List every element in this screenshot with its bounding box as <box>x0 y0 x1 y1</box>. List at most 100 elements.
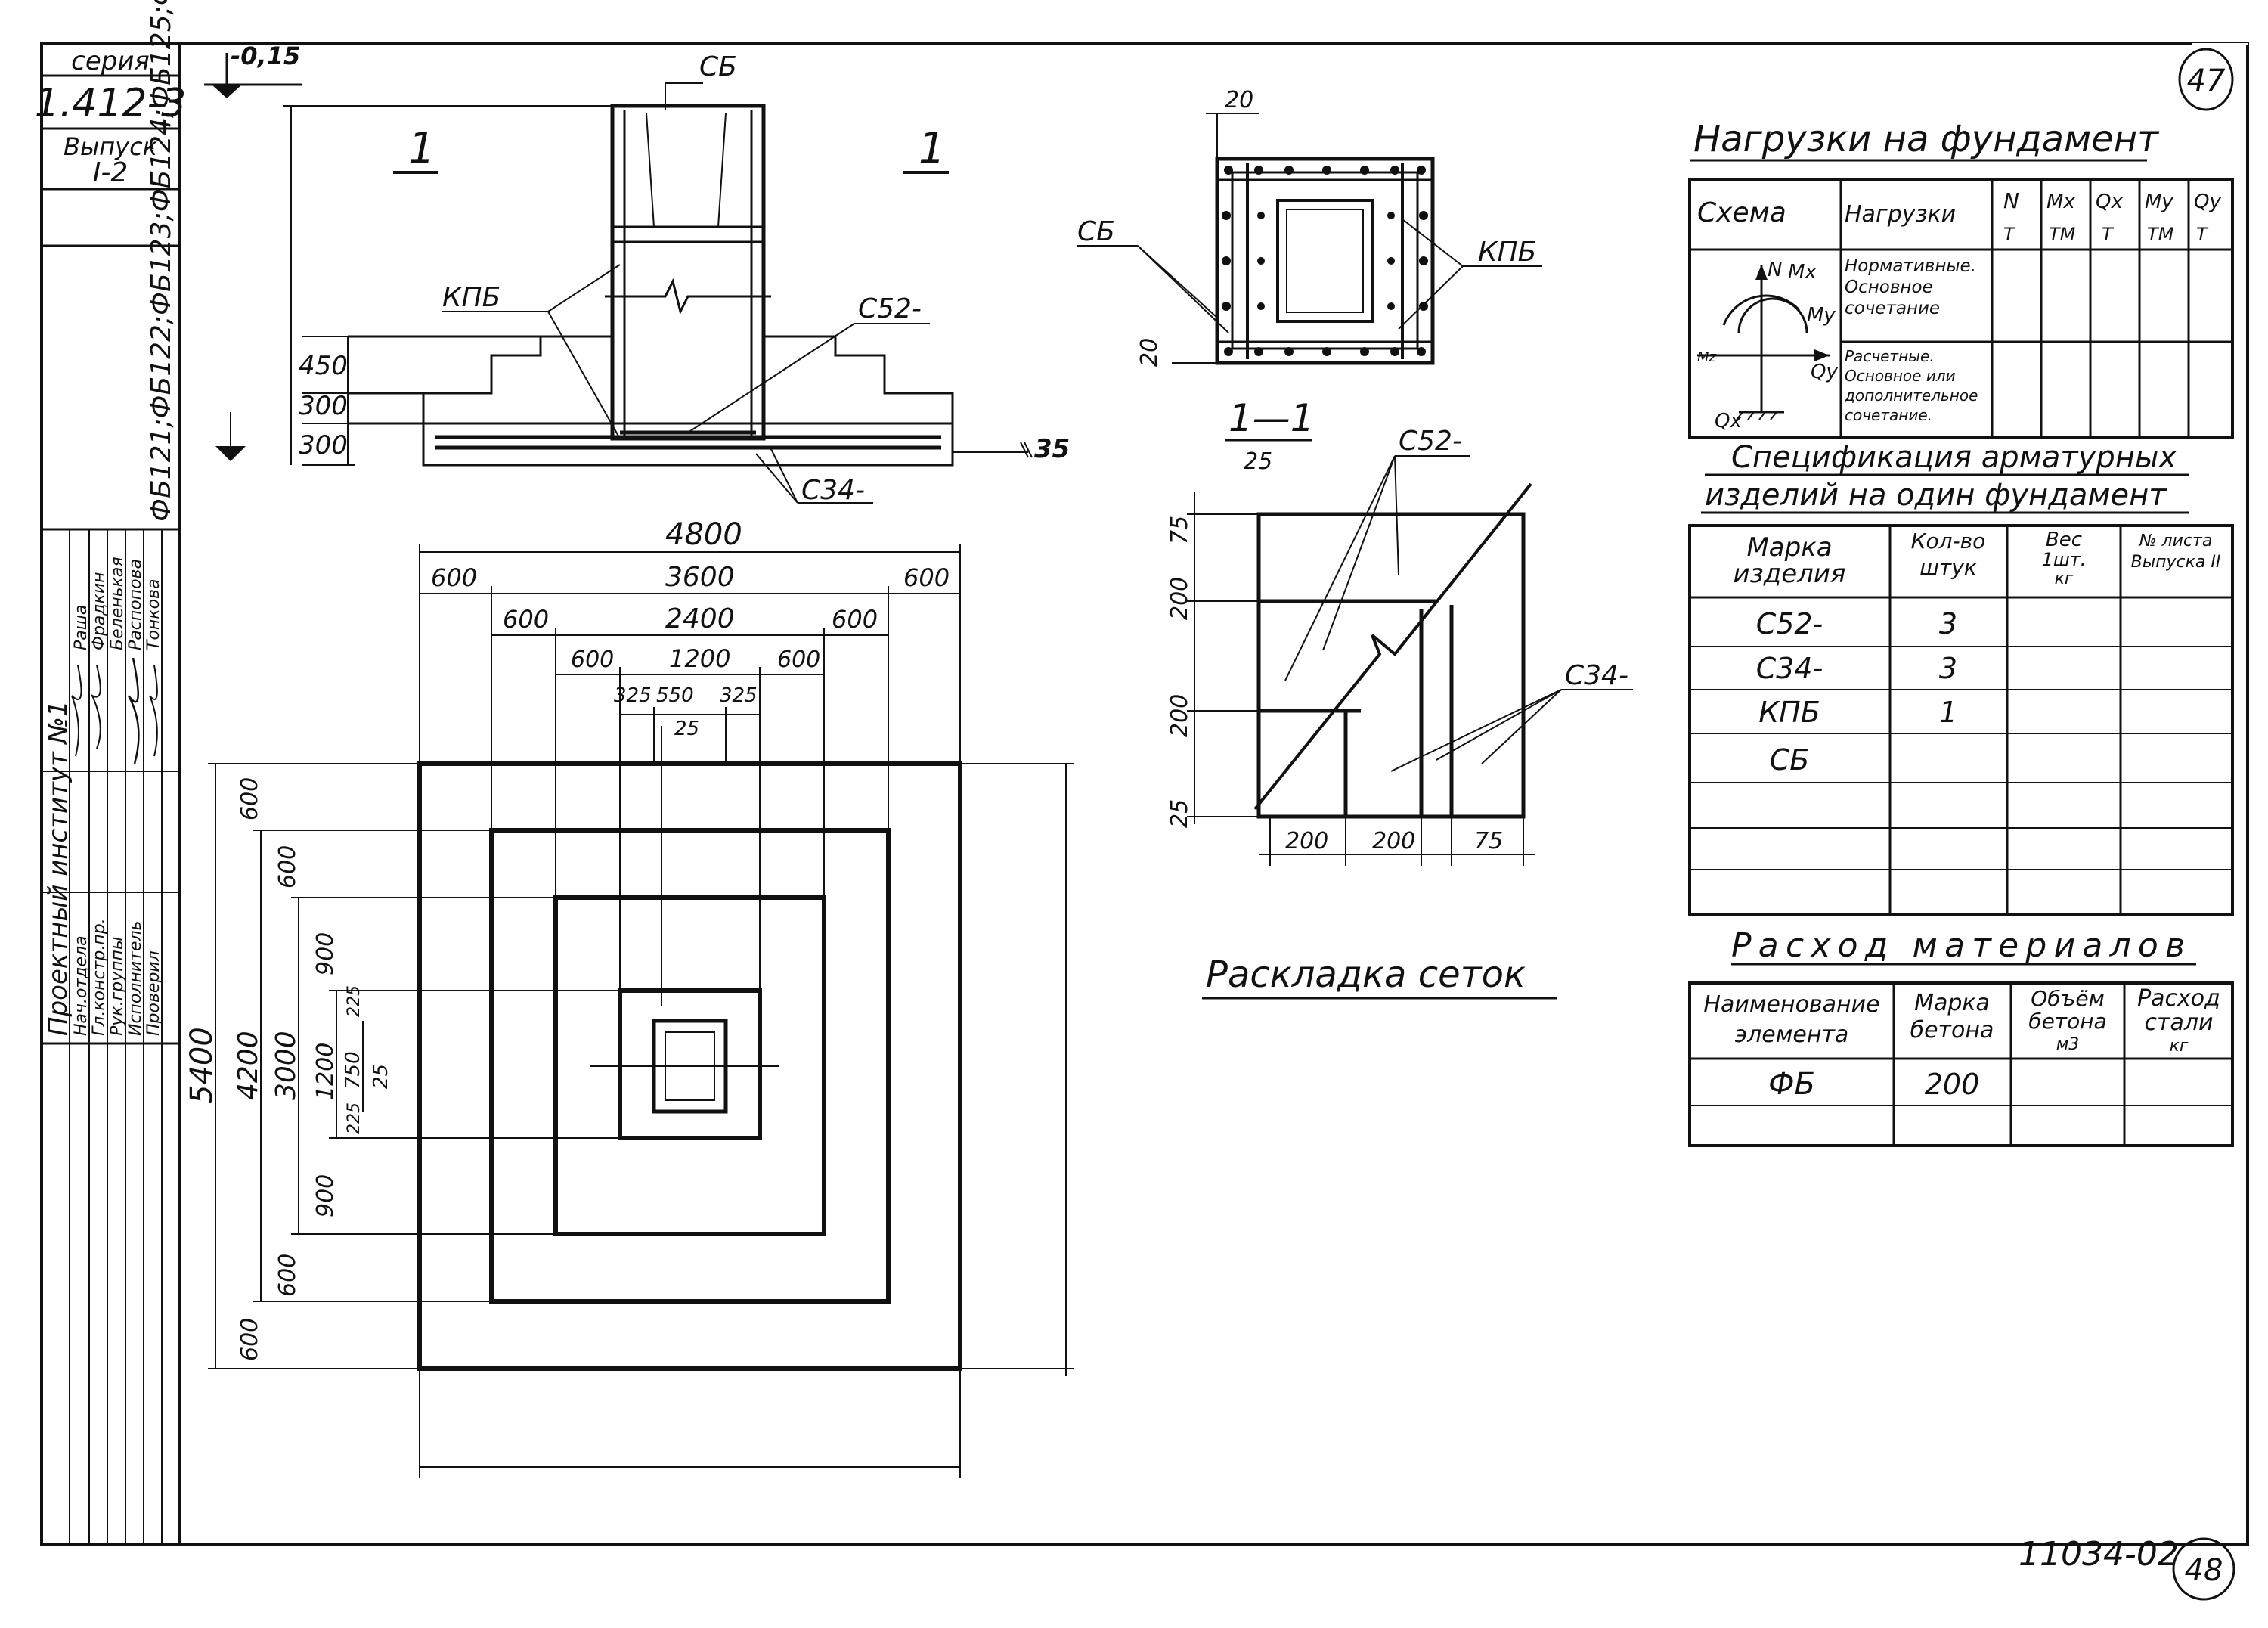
spec-table: Спецификация арматурных изделий на один … <box>1688 440 2234 916</box>
sheet-frame <box>40 42 2249 1546</box>
spec-title-1: Спецификация арматурных <box>1731 440 2177 475</box>
dim-20b: 20 <box>1136 338 1163 367</box>
mesh-dim-25: 25 <box>1244 448 1272 475</box>
issue-label: Выпуск <box>64 132 158 161</box>
loads-row-normative: Нормативные. Основное сочетание <box>1845 256 1976 318</box>
step-right <box>764 335 954 423</box>
spec-row3-mark: КПБ <box>1758 696 1820 729</box>
scheme-n: N <box>1768 259 1782 281</box>
cut-left: 1 <box>408 124 435 173</box>
dim-h600b: 600 <box>274 845 301 888</box>
issue-number: I-2 <box>93 157 129 188</box>
label-cb: СБ <box>699 51 737 82</box>
foundation-marks: ФБ121;ФБ122;ФБ123;ФБ124;ФБ125;ФБ126 <box>146 0 177 522</box>
dim-h600a: 600 <box>237 777 263 820</box>
dim-h900a: 900 <box>312 932 339 975</box>
mat-h-name-1: Наименование <box>1703 991 1879 1018</box>
page-top-circle <box>2178 48 2234 111</box>
dim-w2400: 2400 <box>665 603 735 634</box>
spec-row1-mark: С52- <box>1756 607 1823 640</box>
loads-u-qx: Т <box>2102 224 2115 245</box>
mat-h-steel-1: Расход <box>2137 985 2220 1012</box>
mesh-title: 1—1 <box>1228 396 1315 440</box>
loads-h-qy: Qy <box>2194 191 2221 213</box>
signature-3 <box>127 657 140 764</box>
spec-h-qty-2: штук <box>1919 555 1977 580</box>
dim-25: 25 <box>674 718 699 740</box>
dim-h600d: 600 <box>237 1318 263 1361</box>
mat-h-vol-2: бетона <box>2028 1009 2106 1034</box>
dim-h225a: 225 <box>345 985 364 1017</box>
scheme-my: My <box>1807 304 1836 327</box>
dim-h4200: 4200 <box>233 1031 264 1100</box>
series-label: серия <box>71 46 150 76</box>
title-block: серия 1.412-3 Выпуск I-2 ФБ121;ФБ122;ФБ1… <box>35 0 186 1545</box>
materials-title: Расход материалов <box>1731 926 2185 965</box>
bottom-level-marker <box>215 446 246 461</box>
plan-slab <box>417 761 962 1371</box>
mesh-dim-25b: 25 <box>1167 799 1193 828</box>
mesh-layout: 1—1 25 75 200 200 25 200 200 75 С52- <box>1167 396 1633 1000</box>
step-left <box>422 335 612 423</box>
mat-h-grade-2: бетона <box>1910 1017 1994 1043</box>
loads-u-qy: Т <box>2196 224 2209 245</box>
section-elevation: -0,15 450 300 300 35 <box>204 42 1070 506</box>
spec-h-sheet-1: № листа <box>2139 532 2213 550</box>
mesh-dim-200b: 200 <box>1167 694 1193 737</box>
dim-h750: 750 <box>342 1051 364 1089</box>
dim-600-r3: 600 <box>777 647 820 673</box>
role-2: Гл.констр.пр. <box>90 918 109 1036</box>
loads-table: Нагрузки на фундамент Схема Нагрузки N M… <box>1688 118 2234 439</box>
mat-row1-name: ФБ <box>1768 1067 1815 1102</box>
spec-row2-qty: 3 <box>1939 652 1957 685</box>
plan-step-3 <box>618 988 762 1140</box>
dim-325b: 325 <box>720 684 758 707</box>
dim-h25: 25 <box>370 1064 392 1089</box>
level-label: -0,15 <box>231 42 300 70</box>
cage-bars <box>1222 166 1428 356</box>
loads-h-my: My <box>2145 191 2174 213</box>
mesh-caption: Раскладка сеток <box>1206 954 1526 996</box>
foundation-plan: 4800 3600 2400 1200 600 600 600 600 600 … <box>184 517 1074 1478</box>
dim-w1200: 1200 <box>669 644 730 673</box>
mat-row1-grade: 200 <box>1925 1068 1980 1101</box>
spec-row3-qty: 1 <box>1939 696 1957 729</box>
loads-h-scheme: Схема <box>1697 197 1786 228</box>
mesh-bot-75: 75 <box>1474 828 1503 854</box>
mat-h-steel-2: стали <box>2144 1009 2213 1036</box>
dim-600-r1: 600 <box>903 563 950 592</box>
name-3: Беленькая <box>108 557 127 650</box>
mesh-dim-200a: 200 <box>1167 577 1193 620</box>
signature-1 <box>71 665 82 757</box>
mat-h-vol-1: Объём <box>2031 986 2104 1011</box>
spec-row4-mark: СБ <box>1770 743 1810 777</box>
column <box>610 104 766 441</box>
role-3: Рук.группы <box>108 937 127 1036</box>
institute-name: Проектный институт №1 <box>43 700 73 1036</box>
materials-table: Расход материалов Наименование элемента … <box>1688 926 2234 1147</box>
spec-h-weight-3: кг <box>2055 569 2074 588</box>
dim-20a: 20 <box>1225 87 1253 113</box>
dim-600-r2: 600 <box>832 605 878 634</box>
spec-h-weight-2: 1шт. <box>2042 549 2087 570</box>
drawing-code: 11034-02 <box>2019 1535 2179 1574</box>
foundation-slab <box>422 422 954 467</box>
dim-w4800: 4800 <box>665 517 742 552</box>
signature-4 <box>149 665 158 757</box>
cut-right: 1 <box>919 124 946 173</box>
mesh-dim-75: 75 <box>1167 516 1193 544</box>
dim-h600c: 600 <box>274 1254 301 1297</box>
mat-h-steel-3: кг <box>2170 1037 2189 1056</box>
dim-h5400: 5400 <box>184 1027 219 1104</box>
loads-h-loads: Нагрузки <box>1845 201 1956 228</box>
mesh-bot-200b: 200 <box>1372 828 1415 854</box>
loads-h-mx: Mx <box>2046 191 2075 213</box>
dim-h225b: 225 <box>345 1102 364 1134</box>
cage-top-view: 20 20 СБ КПБ <box>1077 87 1542 367</box>
mat-h-vol-3: м3 <box>2056 1035 2080 1054</box>
dim-h450: 450 <box>299 351 348 381</box>
spec-h-qty-1: Кол-во <box>1911 529 1986 554</box>
scheme-qy: Qy <box>1811 361 1838 383</box>
loads-u-my: ТМ <box>2147 224 2174 245</box>
